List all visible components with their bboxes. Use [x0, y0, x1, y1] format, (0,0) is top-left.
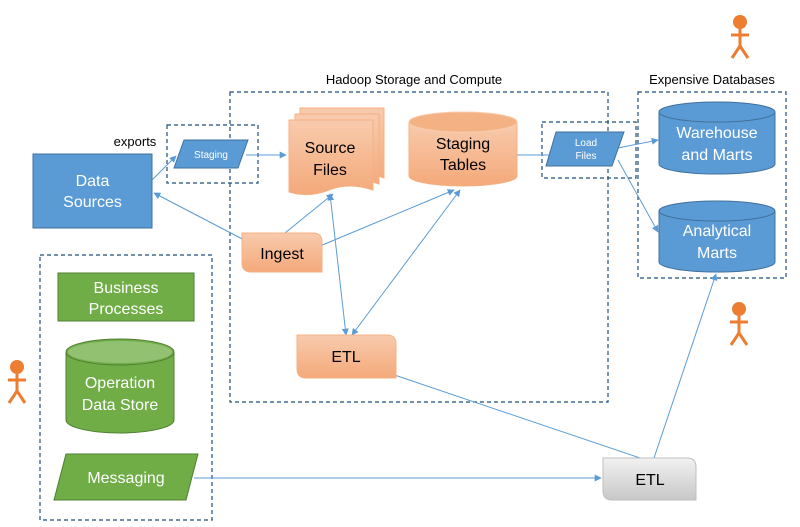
ods-line1: Operation: [85, 375, 155, 392]
hadoop-container: [229, 91, 609, 403]
operational-container: [39, 254, 213, 521]
etl-bottom-label: ETL: [635, 472, 664, 489]
staging-node: Staging: [173, 139, 249, 169]
data-sources-node: Data Sources: [32, 153, 153, 229]
etl-hadoop-node: ETL: [296, 334, 397, 379]
arrow-etl-stagingtables: [351, 189, 461, 336]
messaging-node: Messaging: [53, 453, 199, 501]
source-files-line1: Source: [305, 140, 356, 157]
arrow-ingest-stagingtables: [319, 189, 455, 247]
arrow-datasources-staging: [151, 155, 177, 181]
warehouse-line1: Warehouse: [676, 125, 757, 142]
business-line2: Processes: [89, 301, 164, 318]
ods-node: Operation Data Store: [65, 338, 175, 434]
connectors: [151, 137, 718, 482]
arrow-ingest-datasources: [153, 192, 251, 244]
arrow-loadfiles-warehouse: [617, 137, 659, 149]
arrow-etlbottom-etlhadoop: [355, 360, 641, 459]
business-processes-node: Business Processes: [57, 272, 195, 322]
data-sources-line1: Data: [76, 173, 110, 190]
staging-tables-line2: Tables: [440, 157, 486, 174]
etl-bottom-node: ETL: [602, 457, 697, 501]
load-files-container: [541, 121, 637, 179]
warehouse-line2: and Marts: [681, 147, 752, 164]
person-icon: [729, 13, 751, 60]
analytical-line2: Marts: [697, 245, 737, 262]
ingest-label: Ingest: [260, 246, 304, 263]
etl-hadoop-label: ETL: [331, 349, 360, 366]
ods-line2: Data Store: [82, 397, 159, 414]
staging-tables-node: Staging Tables: [408, 111, 518, 187]
arrow-loadfiles-analytical: [617, 159, 659, 233]
warehouse-node: Warehouse and Marts: [658, 101, 776, 175]
source-files-node: Source Files: [288, 107, 385, 196]
person-icon: [728, 300, 750, 347]
load-files-line1: Load: [575, 138, 597, 149]
arrow-etl-sourcefiles: [327, 193, 349, 336]
ingest-node: Ingest: [241, 232, 323, 273]
person-icon: [6, 358, 28, 405]
data-sources-line2: Sources: [63, 194, 122, 211]
business-line1: Business: [94, 280, 159, 297]
staging-tables-line1: Staging: [436, 136, 490, 153]
exports-label: exports: [114, 134, 157, 149]
arrow-etlbottom-analytical: [653, 273, 718, 459]
analytical-node: Analytical Marts: [658, 200, 776, 273]
messaging-label: Messaging: [87, 470, 164, 487]
arrow-ingest-sourcefiles: [284, 193, 334, 234]
source-files-line2: Files: [313, 162, 347, 179]
load-files-node: Load Files: [545, 131, 625, 167]
staging-label: Staging: [194, 150, 228, 161]
hadoop-title: Hadoop Storage and Compute: [326, 72, 502, 87]
analytical-line1: Analytical: [683, 223, 751, 240]
staging-container: [166, 124, 259, 184]
expensive-title: Expensive Databases: [649, 72, 775, 87]
load-files-line2: Files: [575, 151, 596, 162]
